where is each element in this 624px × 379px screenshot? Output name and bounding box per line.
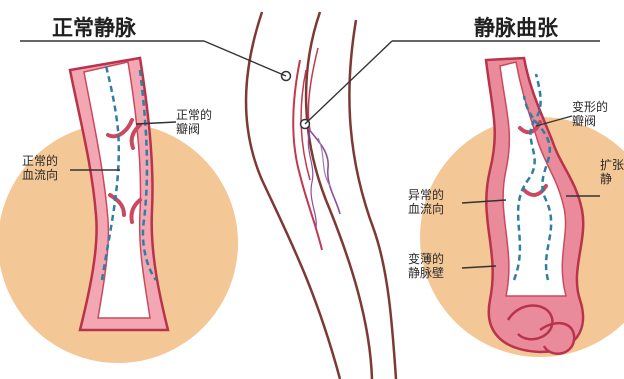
label-thin-wall-line1: 变薄的 <box>408 252 444 266</box>
label-dilated-vein-line1: 扩张 <box>600 158 624 172</box>
label-deformed-valve-line1: 变形的 <box>572 100 608 114</box>
label-abnormal-flow-line2: 血流向 <box>408 202 444 216</box>
label-normal-flow-line2: 血流向 <box>22 168 58 182</box>
varicose-vein-title: 静脉曲张 <box>474 12 558 42</box>
label-abnormal-flow-line1: 异常的 <box>408 188 444 202</box>
label-deformed-valve: 变形的 瓣阀 <box>572 100 608 128</box>
label-dilated-vein-line2: 静 <box>600 172 624 186</box>
label-thin-wall: 变薄的 静脉壁 <box>408 252 444 280</box>
label-normal-flow: 正常的 血流向 <box>22 154 58 182</box>
label-normal-valve: 正常的 瓣阀 <box>176 108 212 136</box>
label-normal-valve-line1: 正常的 <box>176 108 212 122</box>
label-abnormal-flow: 异常的 血流向 <box>408 188 444 216</box>
label-thin-wall-line2: 静脉壁 <box>408 266 444 280</box>
label-dilated-vein: 扩张 静 <box>600 158 624 186</box>
varicose-vein <box>486 58 583 354</box>
legs-illustration <box>246 12 396 379</box>
normal-vein-title: 正常静脉 <box>52 12 136 42</box>
label-normal-flow-line1: 正常的 <box>22 154 58 168</box>
label-normal-valve-line2: 瓣阀 <box>176 122 212 136</box>
label-deformed-valve-line2: 瓣阀 <box>572 114 608 128</box>
